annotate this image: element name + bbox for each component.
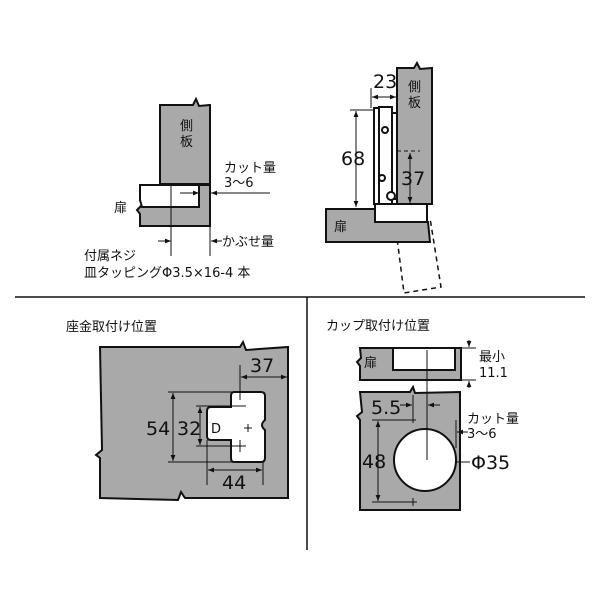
- hinge-arm: [378, 106, 393, 205]
- dim-48: 48: [362, 451, 386, 473]
- cut-label: カット量: [467, 412, 519, 427]
- door-cut-area: [139, 184, 200, 208]
- side-panel: [159, 96, 211, 185]
- door-label: 扉: [334, 219, 347, 235]
- hinge-screw-hole: [378, 174, 386, 182]
- hinge-cup: [374, 203, 428, 223]
- side-panel: [396, 60, 433, 205]
- cup-diameter: Φ35: [471, 452, 510, 474]
- side-panel-label-2: 板: [180, 135, 193, 150]
- dim-width: 23: [373, 71, 397, 93]
- hinge-arm-edge: [391, 112, 398, 200]
- plate-mark: D: [211, 422, 221, 437]
- dim-44: 44: [222, 472, 246, 494]
- mounting-plate-position-diagram: 座金取付け位置 54 32 37 44 D: [66, 319, 289, 502]
- cup-hole: [393, 428, 457, 492]
- dim-5-5: 5.5: [371, 397, 401, 419]
- hinge-side-diagram: 23 68 37 側 板 扉: [325, 60, 442, 294]
- dim-54: 54: [146, 418, 170, 440]
- hinge-screw-hole: [381, 126, 389, 134]
- hinge-pivot: [386, 191, 396, 201]
- door-label: 扉: [114, 200, 127, 216]
- cup-recess: [392, 347, 456, 371]
- screw-label: 付属ネジ: [84, 249, 136, 264]
- door-label: 扉: [364, 355, 377, 371]
- side-panel-label-2: 板: [408, 96, 421, 111]
- min-value: 11.1: [479, 366, 508, 381]
- overlay-section-diagram: 側 板 カット量 3～6 扉 かぶせ量 付属ネジ 皿タッピングΦ3.5×16-4…: [84, 96, 276, 281]
- min-label: 最小: [479, 350, 505, 365]
- cup-position-diagram: カップ取付け位置 最小 11.1 扉 5.5 48 Φ35 カット量 3～6: [326, 319, 519, 511]
- side-panel-label-1: 側: [180, 119, 193, 134]
- cut-label: カット量: [224, 161, 276, 176]
- section-title: カップ取付け位置: [326, 319, 430, 334]
- dim-37: 37: [250, 355, 274, 377]
- cut-value: 3～6: [467, 427, 497, 442]
- cut-value: 3～6: [224, 176, 254, 191]
- dim-offset: 37: [401, 168, 425, 190]
- plate-outline: [206, 391, 266, 463]
- screw-spec: 皿タッピングΦ3.5×16-4 本: [84, 266, 250, 281]
- section-title: 座金取付け位置: [66, 319, 157, 335]
- dim-height: 68: [341, 148, 365, 170]
- side-panel-label-1: 側: [408, 80, 421, 95]
- door-open-outline: [394, 217, 442, 294]
- dim-32: 32: [177, 418, 201, 440]
- overlay-label: かぶせ量: [222, 235, 274, 250]
